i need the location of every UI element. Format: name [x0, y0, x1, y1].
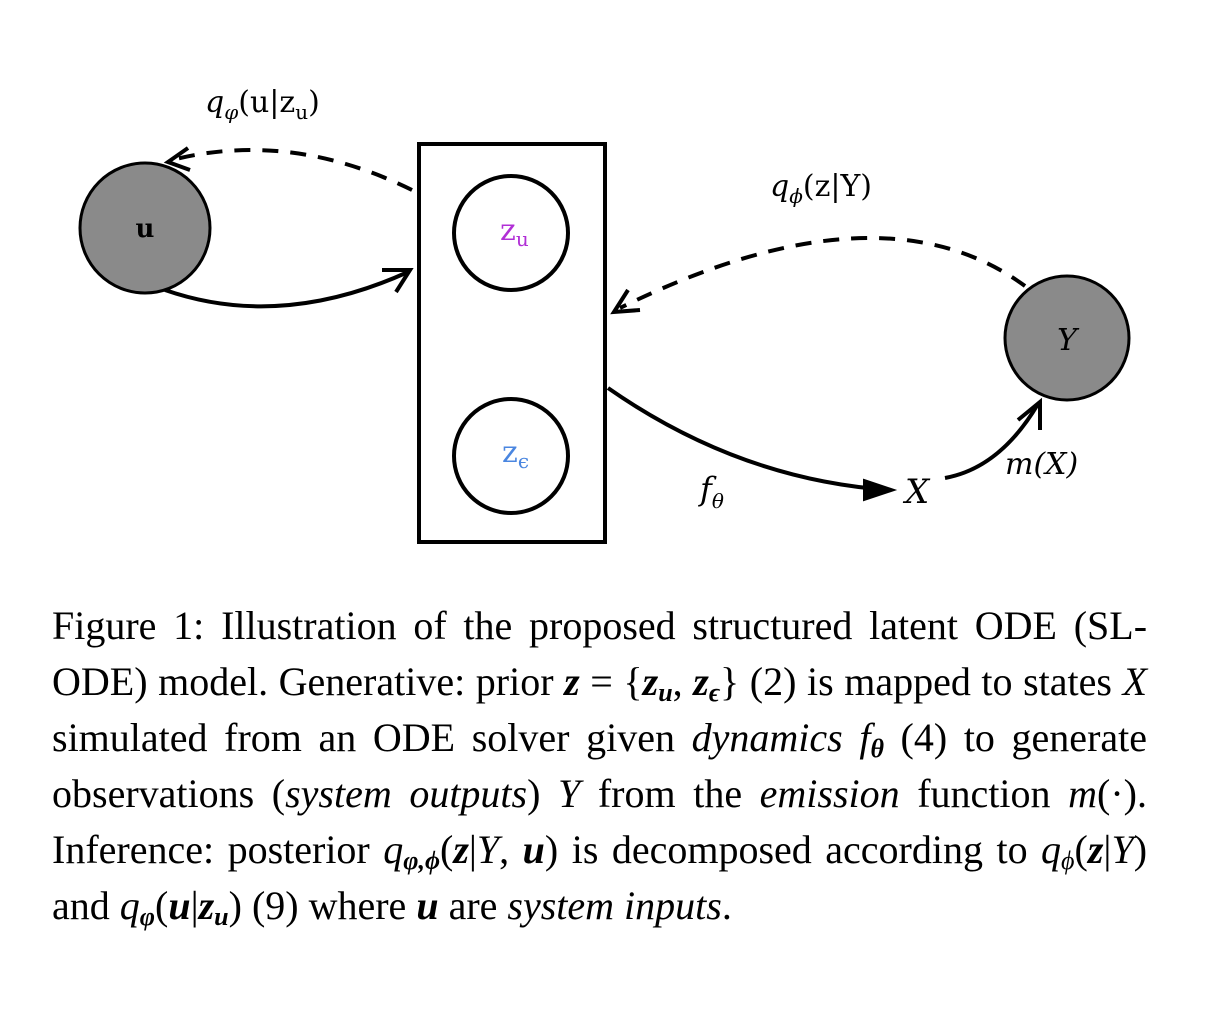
caption-math-sub: u: [214, 902, 229, 931]
q-varphi-dashed-edge: [171, 148, 413, 192]
q-phi-arrowhead: [610, 288, 641, 315]
u-to-latent-arrowhead: [382, 268, 414, 294]
f-theta-edge: [606, 386, 891, 492]
caption-math: u: [168, 883, 191, 928]
caption-text: from the: [580, 771, 760, 816]
caption-emphasis: dynamics: [691, 715, 843, 760]
caption-text: |: [468, 827, 477, 872]
caption-math-sub: φ,ϕ: [403, 846, 440, 875]
caption-math: u: [416, 883, 439, 928]
z-epsilon-label: zϵ: [502, 435, 529, 473]
z-epsilon-node: [452, 397, 570, 515]
m-x-label: m(X): [1005, 447, 1078, 482]
caption-text: (: [440, 827, 454, 872]
caption-math: q: [383, 827, 404, 872]
caption-text: .: [721, 883, 732, 928]
z-u-label: zu: [500, 213, 529, 251]
f-theta-label: fθ: [698, 470, 724, 513]
caption-text: ,: [672, 659, 694, 704]
caption-math: q: [119, 883, 140, 928]
caption-text: function: [899, 771, 1069, 816]
caption-math: Y: [558, 771, 581, 816]
caption-text: ,: [499, 827, 523, 872]
q-varphi-label: qφ(u|zu): [205, 85, 320, 124]
caption-math: z: [1087, 827, 1104, 872]
caption-math: u: [522, 827, 545, 872]
figure-label: Figure 1:: [52, 603, 205, 648]
caption-math: Y: [476, 827, 500, 872]
caption-math: f: [859, 715, 871, 760]
caption-text: (·). Inference: posterior: [52, 771, 1147, 872]
caption-text: |: [1103, 827, 1112, 872]
u-node: [78, 161, 212, 295]
caption-text: are: [438, 883, 508, 928]
m-x-arrowhead: [1016, 397, 1042, 430]
caption-math: z: [198, 883, 215, 928]
caption-text: = {: [579, 659, 643, 704]
caption-math-sub: θ: [870, 734, 884, 763]
caption-emphasis: system inputs: [507, 883, 722, 928]
caption-text: ) (9) where: [228, 883, 417, 928]
caption-text: (: [1074, 827, 1088, 872]
y-node: [1003, 274, 1131, 402]
m-x-edge: [944, 402, 1040, 480]
caption-text: ) and: [52, 827, 1148, 928]
caption-math: m: [1068, 771, 1098, 816]
y-label: Y: [1057, 323, 1080, 358]
caption-math-sub: u: [658, 678, 673, 707]
caption-math-sub: ϕ: [1061, 846, 1075, 875]
caption-emphasis: emission: [759, 771, 900, 816]
x-state-label: X: [902, 472, 931, 512]
caption-math: z: [564, 659, 580, 704]
latent-box: [417, 142, 607, 544]
caption-text: ) is decomposed according to: [544, 827, 1042, 872]
caption-text: Illustration of the proposed structured …: [52, 603, 1148, 704]
u-to-latent-edge: [164, 270, 409, 309]
caption-math: z: [453, 827, 469, 872]
q-phi-dashed-edge: [619, 235, 1027, 310]
model-diagram: zu zϵ u Y qφ(u|zu) qϕ(z|Y) fθ X m(X): [78, 85, 1131, 544]
caption-math: X: [1122, 659, 1147, 704]
figure-caption: Figure 1: Illustration of the proposed s…: [52, 598, 1147, 934]
q-varphi-arrowhead: [163, 146, 191, 172]
caption-text: (: [154, 883, 169, 928]
caption-math: Y: [1111, 827, 1134, 872]
z-u-node: [452, 174, 570, 292]
caption-text: [843, 715, 860, 760]
caption-emphasis: system outputs: [285, 771, 528, 816]
u-label: u: [136, 214, 155, 244]
caption-text: |: [190, 883, 199, 928]
caption-math-sub: ϵ: [708, 678, 720, 707]
f-theta-arrowhead: [863, 478, 898, 502]
caption-math: q: [1041, 827, 1062, 872]
caption-text: simulated from an ODE solver given: [52, 715, 692, 760]
caption-text: } (2) is mapped to states: [720, 659, 1123, 704]
q-phi-label: qϕ(z|Y): [770, 169, 872, 208]
caption-text: (4) to generate observations (: [52, 715, 1148, 816]
caption-math-sub: φ: [139, 902, 155, 931]
caption-math: z: [642, 659, 659, 704]
caption-text: ): [527, 771, 559, 816]
caption-math: z: [693, 659, 709, 704]
